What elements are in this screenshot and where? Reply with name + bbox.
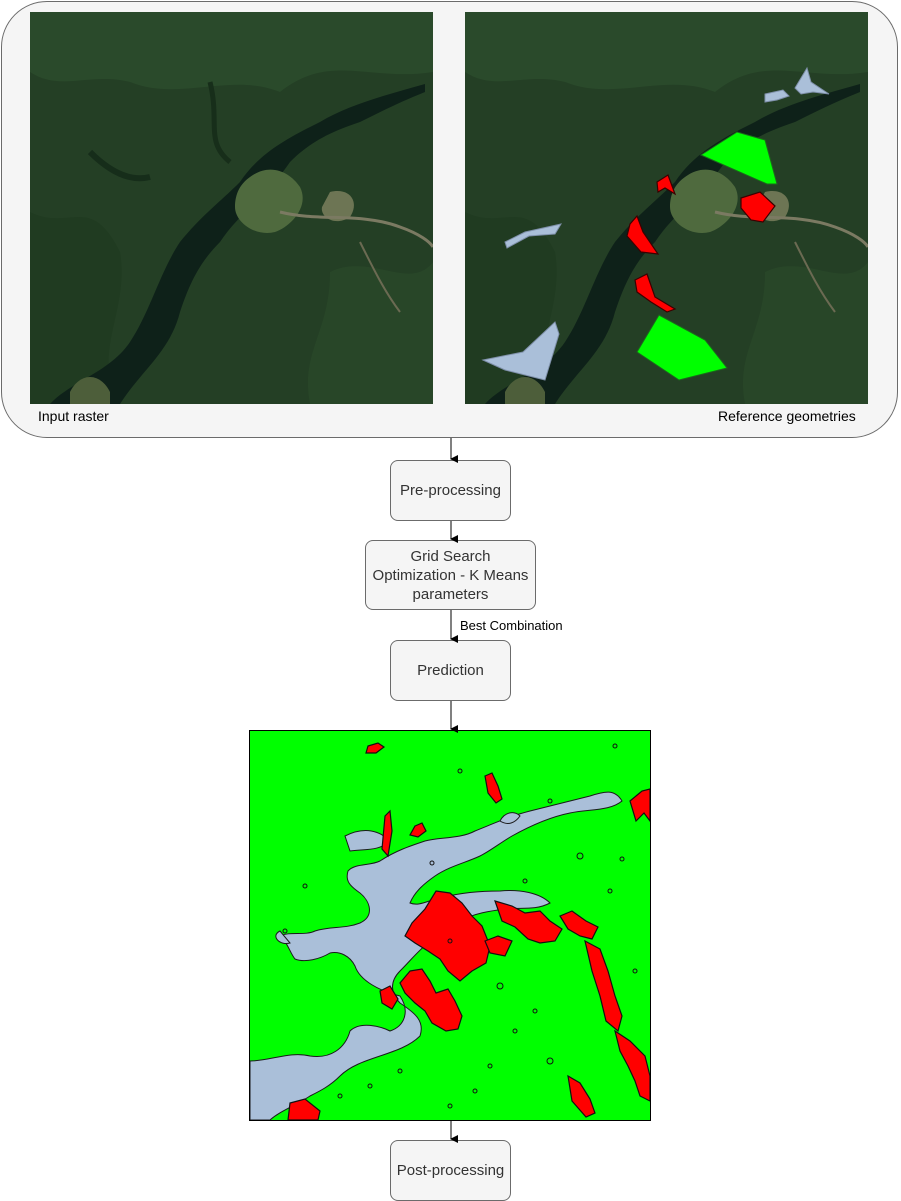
preprocessing-label: Pre-processing xyxy=(400,482,501,499)
red-class-region xyxy=(559,910,599,940)
red-class-region xyxy=(287,1098,321,1120)
red-class-region xyxy=(484,772,503,804)
postprocessing-label: Post-processing xyxy=(396,1162,505,1179)
red-class-region xyxy=(404,890,491,982)
reference-red-polygon xyxy=(656,174,677,196)
red-class-region xyxy=(381,809,393,858)
red-class-region xyxy=(379,985,399,1010)
red-class-region xyxy=(399,968,463,1032)
preprocessing-step: Pre-processing xyxy=(390,460,511,521)
red-class-region xyxy=(365,742,386,754)
reference-water-polygon xyxy=(481,321,560,381)
reference-red-polygon xyxy=(740,191,776,223)
red-class-region xyxy=(494,900,563,944)
reference-forest-polygon xyxy=(699,131,778,185)
red-class-region xyxy=(584,939,623,1033)
input-raster-label: Input raster xyxy=(38,408,109,424)
red-class-region xyxy=(629,788,650,823)
water-class-region xyxy=(250,791,623,1120)
grid-search-label: Grid Search Optimization - K Means param… xyxy=(372,547,529,603)
reference-red-polygon xyxy=(626,214,660,255)
reference-geometries-image xyxy=(465,12,868,404)
prediction-label: Prediction xyxy=(417,662,484,679)
reference-red-polygon xyxy=(634,273,677,313)
red-class-region xyxy=(614,1029,650,1102)
reference-geometries-label: Reference geometries xyxy=(718,408,856,424)
reference-water-polygon xyxy=(504,223,563,249)
grid-search-step: Grid Search Optimization - K Means param… xyxy=(365,540,536,610)
classification-map xyxy=(249,730,651,1121)
best-combination-label: Best Combination xyxy=(460,618,563,633)
red-class-region xyxy=(484,935,513,957)
reference-water-polygon xyxy=(794,66,830,95)
reference-water-polygon xyxy=(764,89,790,103)
input-raster-image xyxy=(30,12,433,404)
reference-forest-polygon xyxy=(636,314,728,381)
prediction-step: Prediction xyxy=(390,640,511,701)
red-class-region xyxy=(567,1074,596,1118)
red-class-region xyxy=(409,822,427,838)
